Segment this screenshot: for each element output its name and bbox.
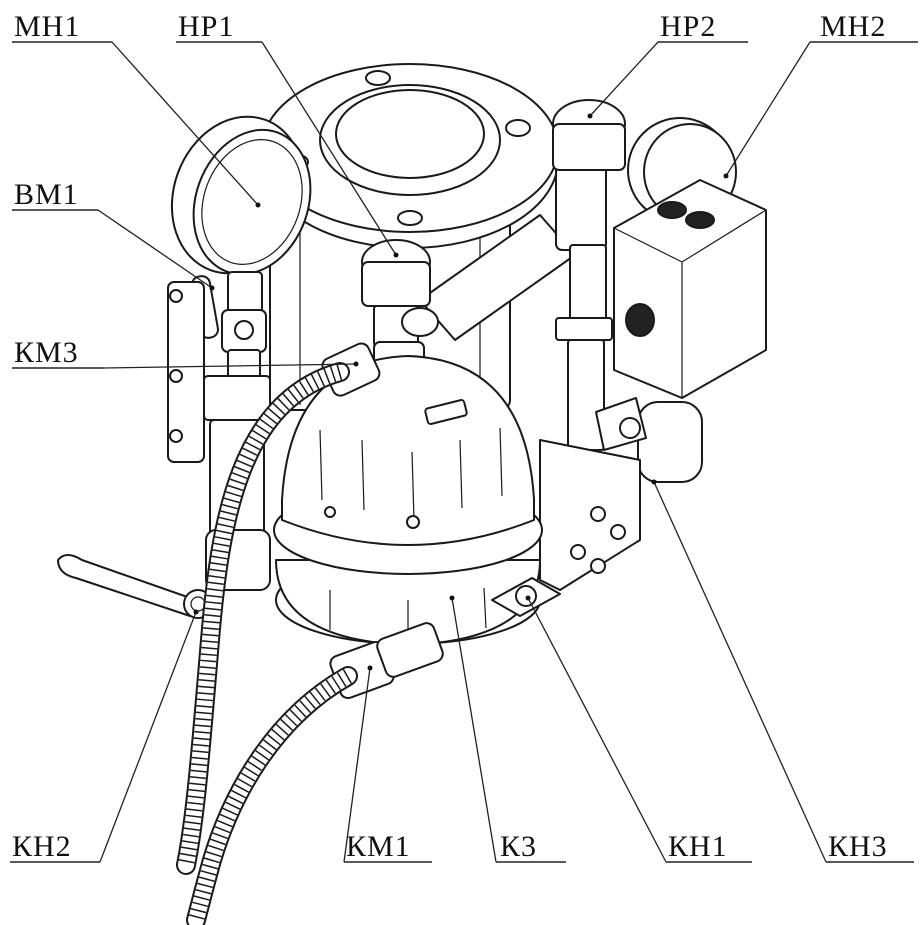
label-kn1: КН1 [668,830,728,863]
label-kn2: КН2 [12,830,72,863]
junction-box [613,179,767,399]
top-flange [261,63,559,249]
right-lower-piping [595,397,703,483]
label-km1: КМ1 [346,830,411,863]
label-hr1: НР1 [178,10,234,43]
ball-valve-kn2 [57,554,213,619]
label-k3: К3 [500,830,537,863]
label-km3: КМ3 [14,336,79,369]
callout-labels: МН1 НР1 НР2 МН2 ВМ1 КМ3 КН2 КМ1 К3 КН1 К… [12,10,888,863]
label-mn1: МН1 [14,10,80,43]
label-hr2: НР2 [660,10,716,43]
pressure-regulator-hr2 [419,99,626,451]
leader-lines [10,41,918,863]
label-kn3: КН3 [828,830,888,863]
manifold-block [539,439,641,591]
pressure-regulator-hr1 [361,239,439,389]
diaphragm-chamber-k3 [273,355,543,646]
label-vm1: ВМ1 [14,178,79,211]
label-mn2: МН2 [820,10,886,43]
flexible-hoses [176,362,358,925]
